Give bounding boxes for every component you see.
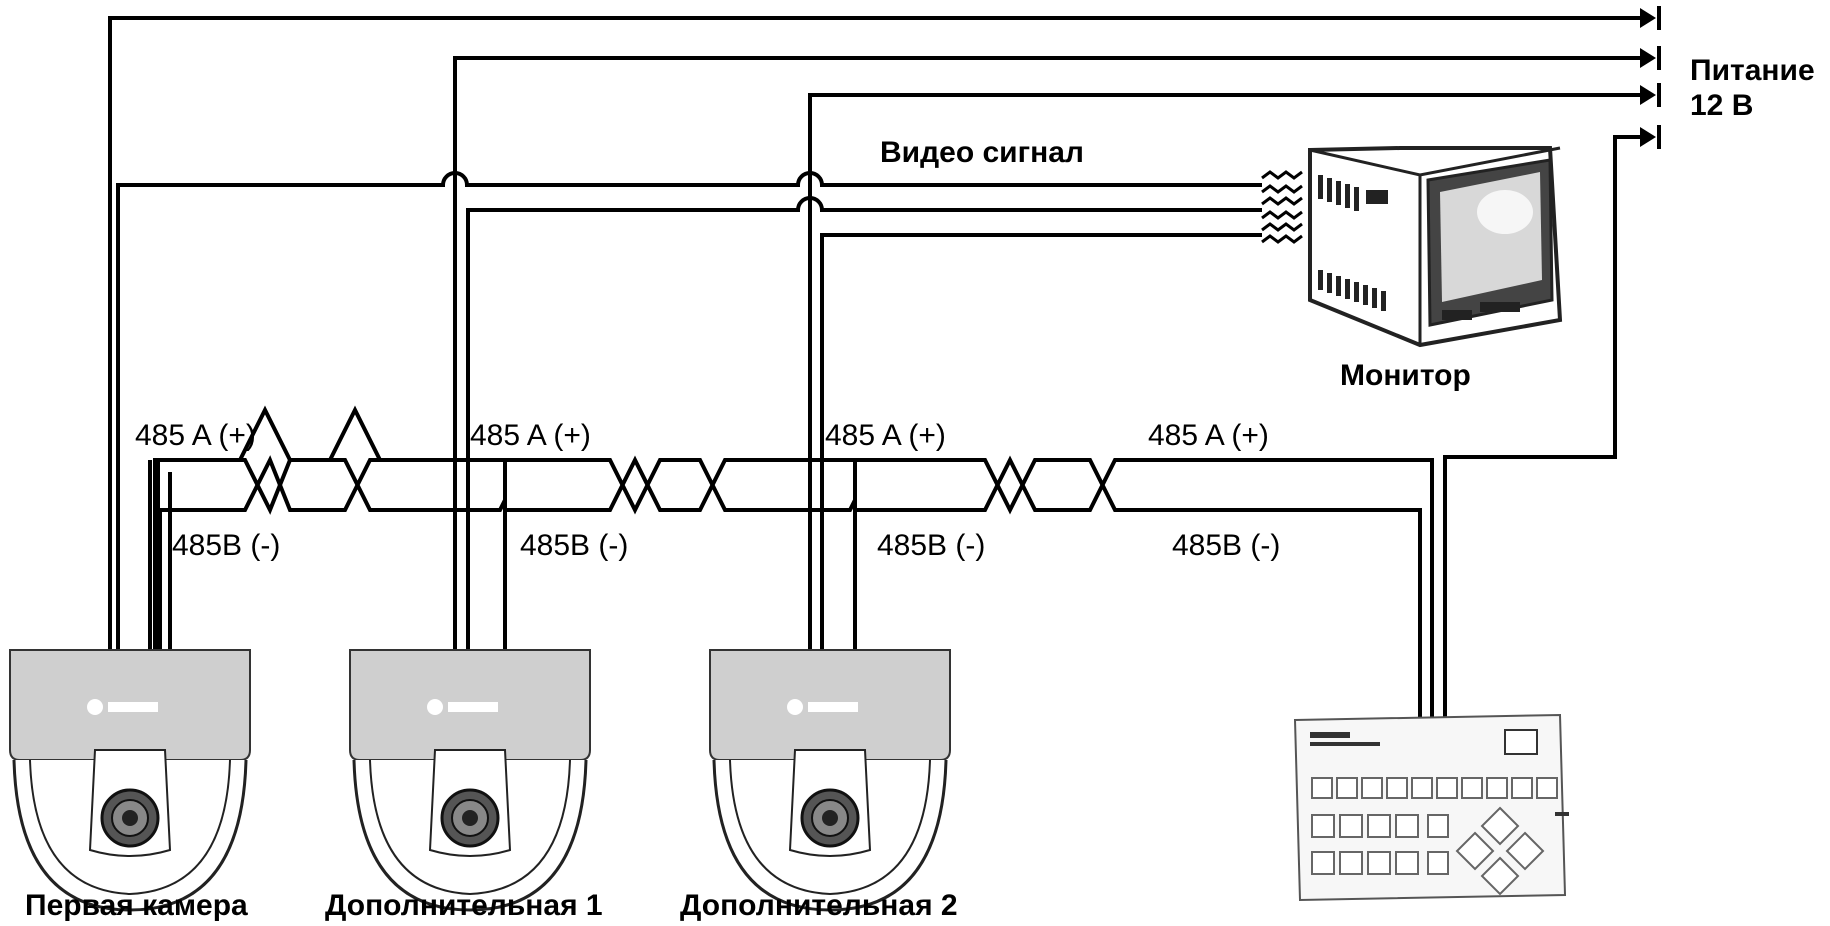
power-connector-icon [1640, 6, 1661, 30]
bus-a-line-seg3 [855, 458, 1422, 720]
power-line-camera3 [808, 93, 1640, 650]
power-label: Питание [1690, 54, 1815, 87]
bus-b-line-seg1 [158, 455, 507, 650]
power-voltage-label: 12 В [1690, 89, 1753, 122]
video-line-camera2 [466, 196, 1262, 650]
power-line-camera1 [108, 16, 1640, 650]
bus-b-label: 485B (-) [1172, 529, 1280, 562]
joystick-icon [1455, 806, 1545, 896]
power-line-camera2 [453, 56, 1640, 650]
monitor-label: Монитор [1340, 359, 1471, 392]
camera-2 [348, 648, 592, 912]
camera-3 [708, 648, 952, 912]
power-connector-icon [1640, 83, 1661, 107]
camera-1 [8, 648, 252, 912]
bus-b-line-seg2 [505, 455, 857, 650]
camera-3-label: Дополнительная 2 [680, 889, 958, 922]
bus-b-line-seg3 [855, 455, 1434, 720]
power-connector-icon [1640, 46, 1661, 70]
monitor-video-connectors [1261, 170, 1303, 244]
bus-a-label: 485 A (+) [470, 419, 591, 452]
camera-2-label: Дополнительная 1 [325, 889, 603, 922]
bus-a-label: 485 A (+) [825, 419, 946, 452]
bus-a-line-seg1 [153, 458, 507, 650]
power-connectors [1640, 6, 1661, 149]
bus-b-label: 485B (-) [172, 529, 280, 562]
video-line-camera1 [116, 171, 1262, 650]
bus-b-label: 485B (-) [877, 529, 985, 562]
power-connector-icon [1640, 125, 1661, 149]
bus-a-label: 485 A (+) [1148, 419, 1269, 452]
video-lines [116, 171, 1262, 650]
rs485-bus [148, 405, 1434, 720]
camera-1-label: Первая камера [25, 889, 248, 922]
monitor [1308, 146, 1563, 348]
power-lines [108, 16, 1640, 720]
keyboard-controller [1293, 713, 1569, 902]
bus-b-label: 485B (-) [520, 529, 628, 562]
video-signal-label: Видео сигнал [880, 136, 1084, 169]
bus-a-label: 485 A (+) [135, 419, 256, 452]
power-line-keyboard [1443, 135, 1640, 720]
